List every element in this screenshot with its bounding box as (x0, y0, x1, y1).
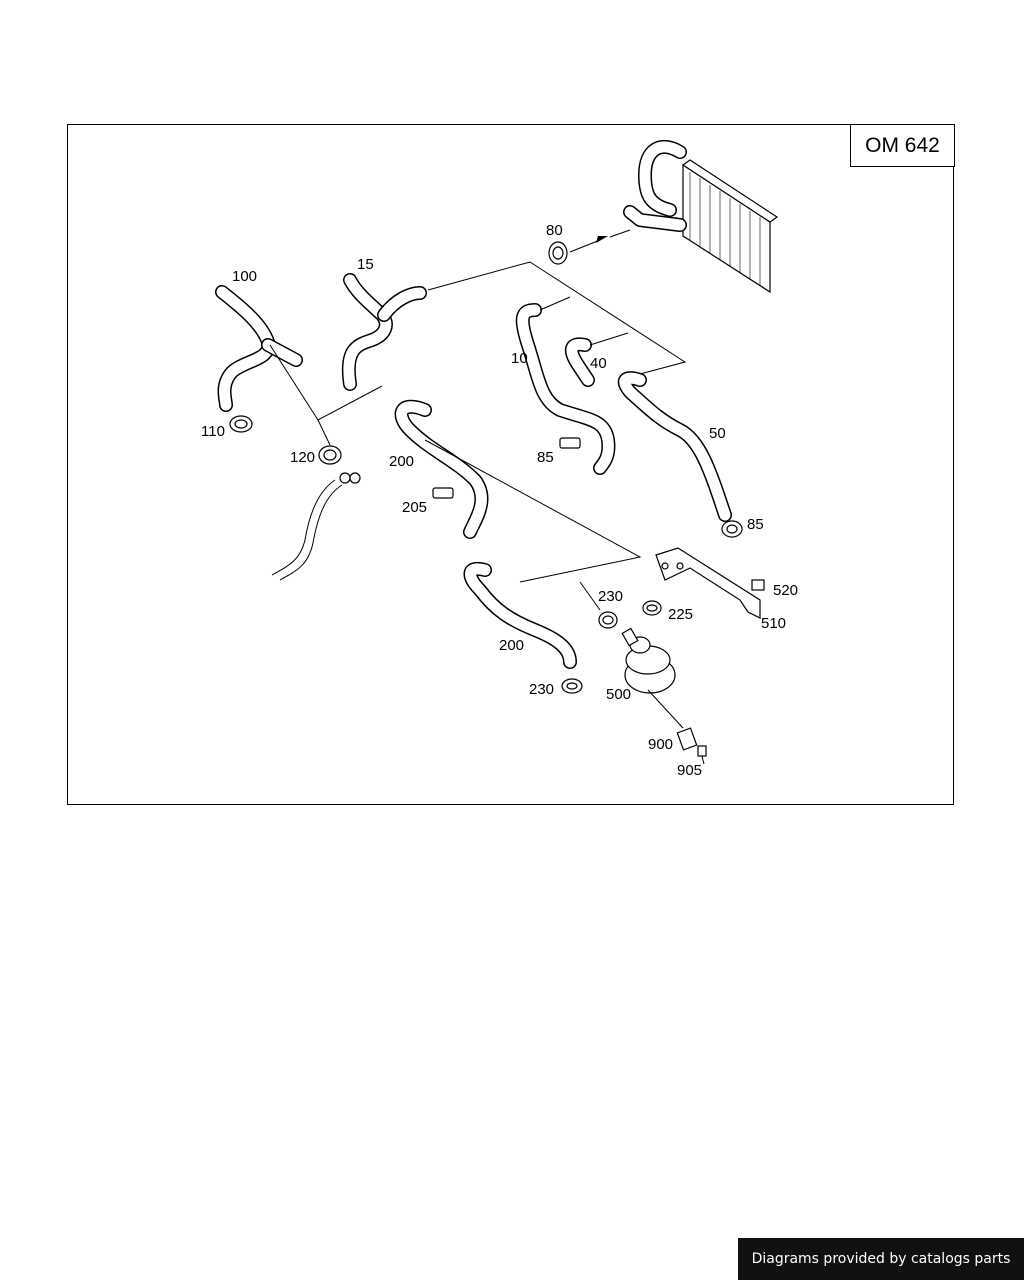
hose-15[interactable] (341, 273, 427, 391)
callout-905[interactable]: 905 (677, 762, 703, 779)
hose-50[interactable] (617, 371, 732, 522)
hose-200-lower[interactable] (463, 561, 577, 669)
clamp-230-lower[interactable] (561, 678, 583, 694)
hose-40[interactable] (564, 337, 595, 387)
clamp-230-upper[interactable] (598, 611, 618, 629)
callout-520[interactable]: 520 (773, 582, 799, 599)
diagram-frame (67, 124, 954, 805)
clamp-120[interactable] (318, 445, 361, 484)
callout-10[interactable]: 10 (511, 350, 528, 367)
pump-500[interactable] (621, 627, 676, 694)
clamp-225[interactable] (642, 600, 662, 616)
callout-230-upper[interactable]: 230 (598, 588, 624, 605)
clamp-110[interactable] (229, 415, 253, 433)
clamp-85-upper[interactable] (559, 437, 581, 449)
engine-label: OM 642 (850, 124, 955, 167)
heater-core-pipes (623, 140, 687, 232)
clamp-80[interactable] (548, 241, 568, 265)
callout-500[interactable]: 500 (606, 686, 632, 703)
callout-510[interactable]: 510 (761, 615, 787, 632)
bracket-510[interactable] (655, 547, 761, 619)
connector-900[interactable] (676, 727, 698, 751)
callout-225[interactable]: 225 (668, 606, 694, 623)
callout-110[interactable]: 110 (201, 423, 225, 440)
engine-line (271, 479, 343, 581)
callout-80[interactable]: 80 (546, 222, 563, 239)
callout-120[interactable]: 120 (290, 449, 316, 466)
callout-85-lower[interactable]: 85 (747, 516, 764, 533)
hose-10[interactable] (515, 303, 616, 475)
clip-520[interactable] (751, 579, 765, 591)
connector-905[interactable] (697, 745, 707, 765)
clamp-85-lower[interactable] (721, 520, 743, 538)
hose-200-upper[interactable] (394, 399, 489, 539)
callout-85-upper[interactable]: 85 (537, 449, 554, 466)
leader-lines (269, 229, 687, 729)
callout-230-lower[interactable]: 230 (529, 681, 555, 698)
callout-200-upper[interactable]: 200 (389, 453, 415, 470)
heater-core[interactable] (681, 159, 779, 294)
callout-100[interactable]: 100 (232, 268, 258, 285)
callout-900[interactable]: 900 (648, 736, 674, 753)
callout-15[interactable]: 15 (357, 256, 374, 273)
callout-40[interactable]: 40 (590, 355, 607, 372)
callout-205[interactable]: 205 (402, 499, 428, 516)
callout-50[interactable]: 50 (709, 425, 726, 442)
clamp-205[interactable] (432, 487, 454, 499)
callout-200-lower[interactable]: 200 (499, 637, 525, 654)
hose-100[interactable] (215, 285, 303, 412)
footer-banner: Diagrams provided by catalogs parts (738, 1238, 1024, 1280)
